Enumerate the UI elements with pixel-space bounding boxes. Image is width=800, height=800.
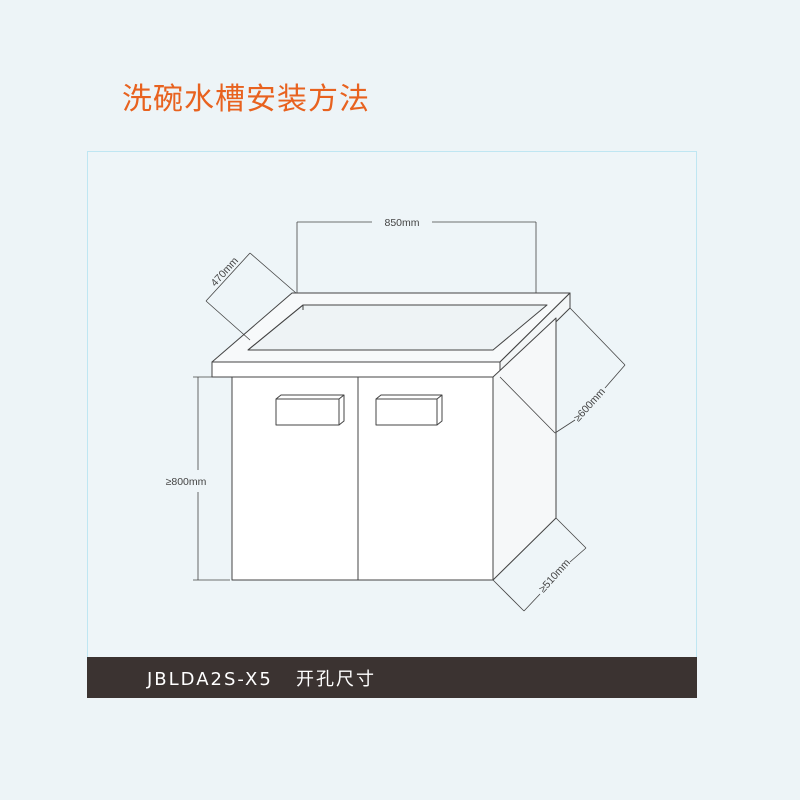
dim-base-depth-label: ≥510mm <box>537 557 573 596</box>
cutout-size-label: 开孔尺寸 <box>295 669 376 690</box>
footer-caption: JBLDA2S-X5 开孔尺寸 <box>147 665 376 691</box>
page-title: 洗碗水槽安装方法 <box>122 82 370 117</box>
left-handle <box>275 398 340 426</box>
model-number: JBLDA2S-X5 <box>147 669 273 690</box>
dim-height-label: ≥800mm <box>166 476 207 488</box>
countertop-front <box>211 361 501 378</box>
dim-width-label: 850mm <box>384 217 419 229</box>
right-handle <box>375 398 438 426</box>
cabinet-front <box>231 376 494 581</box>
dim-side-depth-label: ≥600mm <box>572 386 608 425</box>
dim-depth-label: 470mm <box>209 255 242 289</box>
footer-bar: JBLDA2S-X5 开孔尺寸 <box>87 657 697 698</box>
